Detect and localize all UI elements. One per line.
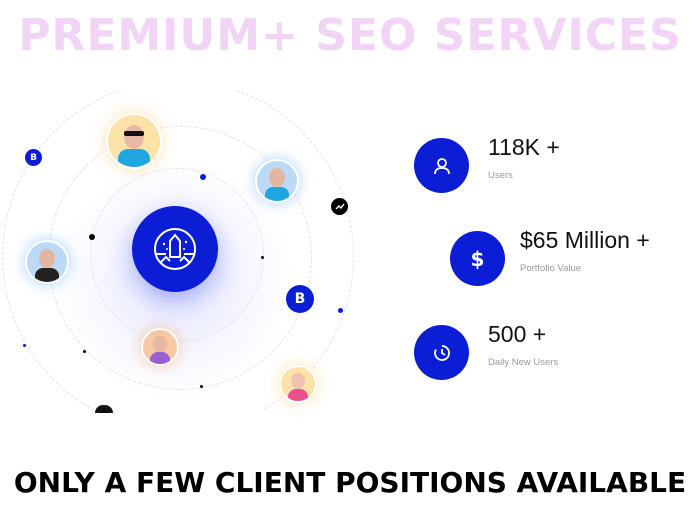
- stat-label: Daily New Users: [488, 357, 559, 368]
- trend-badge: [331, 198, 348, 215]
- orbit-dot: [83, 350, 86, 353]
- clock-icon: [433, 344, 450, 361]
- bitcoin-icon: B: [294, 291, 306, 307]
- avatar-client-suit: [25, 240, 69, 284]
- stat-icon-badge: [414, 138, 469, 193]
- user-icon: [433, 157, 450, 174]
- orbit-partial-badge: [95, 405, 113, 413]
- stat-label: Users: [488, 170, 513, 181]
- orbit-dot: [23, 344, 26, 347]
- bitcoin-icon: B: [30, 152, 37, 163]
- orbit-dot: [200, 174, 206, 180]
- stat-icon-badge: $: [450, 231, 505, 286]
- avatar-client-sunglasses: [106, 113, 162, 169]
- orbit-dot: [338, 308, 343, 313]
- stat-label: Portfolio Value: [520, 263, 582, 274]
- bitcoin-coin-small: B: [25, 149, 42, 166]
- orbit-dot: [89, 234, 95, 240]
- orbit-dot: [200, 385, 203, 388]
- stat-value: 118K +: [488, 134, 560, 160]
- bitcoin-coin-large: B: [286, 285, 314, 313]
- orbit-dot: [261, 256, 264, 259]
- avatar-client-glasses: [255, 159, 299, 203]
- stat-value: 500 +: [488, 321, 547, 347]
- footer-banner: ONLY A FEW CLIENT POSITIONS AVAILABLE: [13, 466, 687, 499]
- rocket-icon: [154, 228, 196, 270]
- avatar-client-pink: [279, 365, 317, 403]
- page-title: PREMIUM+ SEO SERVICES: [18, 10, 682, 61]
- outer-orbit-ring: [2, 90, 354, 410]
- hub-rocket-badge: [132, 206, 218, 292]
- dollar-icon: $: [470, 246, 485, 271]
- stat-icon-badge: [414, 325, 469, 380]
- stat-value: $65 Million +: [520, 227, 650, 253]
- trend-up-icon: [335, 203, 345, 209]
- avatar-client-woman: [141, 328, 179, 366]
